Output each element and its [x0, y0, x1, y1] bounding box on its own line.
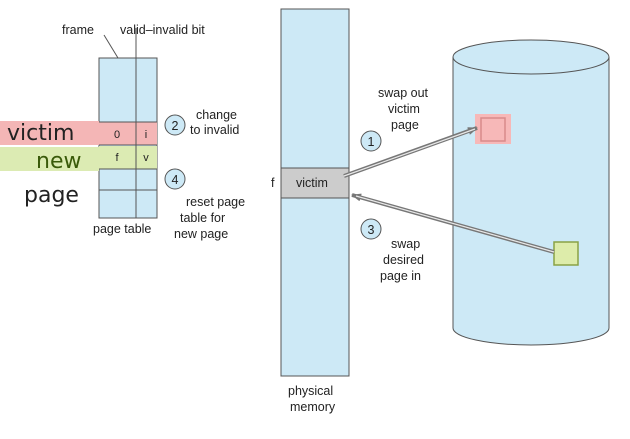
physical-memory-caption-line: physical	[288, 384, 333, 398]
page-table: frame valid–invalid bit 0 i f v page tab…	[62, 23, 205, 236]
step-3-text-line: desired	[383, 253, 424, 267]
victim-disk-block	[480, 117, 506, 142]
frame-pointer-line	[103, 34, 119, 59]
numbered-circle-icon	[360, 218, 382, 240]
new-frame-value: f	[115, 152, 119, 164]
victim-label-highlight	[0, 121, 99, 145]
victim-frame-label: victim	[296, 176, 328, 190]
step-3-text-line: swap	[391, 237, 420, 251]
victim-frame-value: 0	[114, 129, 120, 141]
frame-column-label: frame	[62, 23, 94, 37]
step-2-text-line: to invalid	[190, 123, 239, 137]
step-2-number: 2	[172, 119, 179, 133]
step-1: 1 swap out victim page	[360, 86, 429, 152]
victim-frame	[280, 167, 350, 199]
step-1-text-line: victim	[388, 102, 420, 116]
step-3-text-line: page in	[380, 269, 421, 283]
step-1-text-line: page	[391, 118, 419, 132]
victim-bit-value: i	[145, 129, 147, 141]
step-2-text-line: change	[196, 108, 237, 122]
victim-overlay-label: victim	[7, 121, 74, 146]
step-1-number: 1	[368, 135, 375, 149]
step-3: 3 swap desired page in	[360, 218, 424, 283]
new-disk-block	[553, 241, 579, 266]
new-overlay-label: new	[36, 149, 81, 174]
victim-row-highlight	[99, 122, 157, 145]
page-overlay-label: page	[24, 183, 79, 208]
step-1-text-line: swap out	[378, 86, 429, 100]
step-4-text-line: reset page	[186, 195, 245, 209]
numbered-circle-icon	[164, 168, 186, 190]
step-3-number: 3	[368, 223, 375, 237]
step-4-text-line: new page	[174, 227, 228, 241]
physical-memory: victim f physical memory	[271, 8, 350, 414]
step-2: 2 change to invalid	[164, 108, 239, 137]
new-bit-value: v	[143, 152, 149, 164]
numbered-circle-icon	[360, 130, 382, 152]
physical-memory-caption-line: memory	[290, 400, 336, 414]
step-4-number: 4	[172, 173, 179, 187]
disk-cylinder-icon	[452, 39, 610, 346]
numbered-circle-icon	[164, 114, 186, 136]
new-label-highlight	[0, 147, 99, 171]
frame-letter-label: f	[271, 176, 275, 190]
step-4-text-line: table for	[180, 211, 225, 225]
swap-in-arrow-highlight	[355, 195, 555, 253]
valid-invalid-bit-label: valid–invalid bit	[120, 23, 205, 37]
swap-out-arrow-highlight	[343, 128, 476, 177]
page-table-caption: page table	[93, 222, 151, 236]
new-row-highlight	[99, 146, 157, 169]
step-4: 4 reset page table for new page	[164, 168, 245, 241]
